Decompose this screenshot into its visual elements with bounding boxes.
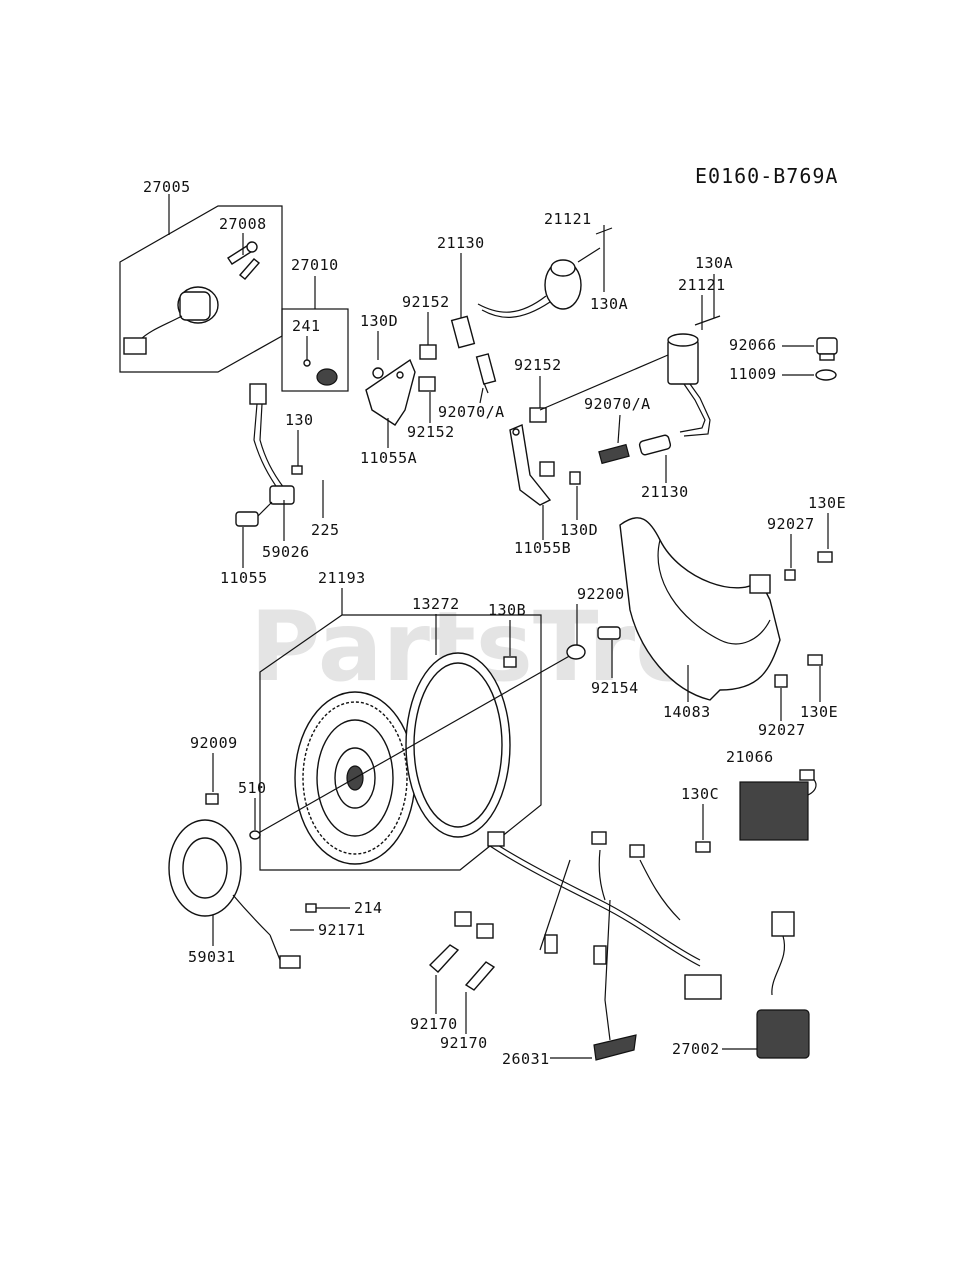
bolt-214[interactable] (305, 903, 317, 913)
label-11055b[interactable]: 11055B (514, 539, 571, 557)
wire-harness-small[interactable] (235, 383, 295, 527)
ignition-coil-right[interactable] (667, 333, 711, 437)
label-11009[interactable]: 11009 (729, 365, 777, 383)
label-214[interactable]: 214 (354, 899, 383, 917)
bolt-130b[interactable] (503, 656, 517, 668)
label-130d-top[interactable]: 130D (360, 312, 398, 330)
spacer-92152-a[interactable] (419, 344, 437, 360)
bolt-92154[interactable] (597, 626, 621, 640)
diagram-code: E0160-B769A (695, 164, 838, 188)
label-27010[interactable]: 27010 (291, 256, 339, 274)
pin-510[interactable] (249, 830, 261, 840)
label-92170-a[interactable]: 92170 (410, 1015, 458, 1033)
label-130e-bottom[interactable]: 130E (800, 703, 838, 721)
label-14083[interactable]: 14083 (663, 703, 711, 721)
flywheel-shroud[interactable] (619, 517, 796, 701)
spacer-92152-b[interactable] (529, 407, 547, 423)
bolt-92009[interactable] (205, 793, 219, 805)
label-92027-bottom[interactable]: 92027 (758, 721, 806, 739)
wire-harness-26031[interactable] (454, 831, 722, 1061)
label-130e-top[interactable]: 130E (808, 494, 846, 512)
label-92171[interactable]: 92171 (318, 921, 366, 939)
label-130c[interactable]: 130C (681, 785, 719, 803)
label-92152-b[interactable]: 92152 (514, 356, 562, 374)
regulator-21066[interactable] (739, 769, 817, 841)
bolt-130e-bottom[interactable] (807, 654, 823, 666)
clip-92170-a[interactable] (428, 944, 460, 973)
label-21066[interactable]: 21066 (726, 748, 774, 766)
washer-11009[interactable] (815, 369, 837, 381)
spacer-92152-c[interactable] (418, 376, 436, 392)
label-92154[interactable]: 92154 (591, 679, 639, 697)
plug-cap-21130-right[interactable] (638, 434, 672, 456)
spark-plug-a[interactable] (475, 353, 497, 394)
label-21130-right[interactable]: 21130 (641, 483, 689, 501)
label-59026[interactable]: 59026 (262, 543, 310, 561)
label-510[interactable]: 510 (238, 779, 267, 797)
bracket-11055b[interactable] (509, 424, 555, 506)
label-92066[interactable]: 92066 (729, 336, 777, 354)
bolt-130d-right[interactable] (569, 471, 581, 485)
label-130[interactable]: 130 (285, 411, 314, 429)
label-92200[interactable]: 92200 (577, 585, 625, 603)
label-130a-top[interactable]: 130A (590, 295, 628, 313)
label-92152-a[interactable]: 92152 (402, 293, 450, 311)
label-130d-right[interactable]: 130D (560, 521, 598, 539)
label-27008[interactable]: 27008 (219, 215, 267, 233)
bracket-11055a[interactable] (365, 358, 416, 426)
label-21130-top[interactable]: 21130 (437, 234, 485, 252)
label-241[interactable]: 241 (292, 317, 321, 335)
bolt-130c[interactable] (695, 841, 711, 853)
label-92152-c[interactable]: 92152 (407, 423, 455, 441)
washer-92200[interactable] (566, 644, 586, 660)
label-92009[interactable]: 92009 (190, 734, 238, 752)
clip-92170-b[interactable] (464, 961, 496, 991)
label-11055[interactable]: 11055 (220, 569, 268, 587)
label-27002[interactable]: 27002 (672, 1040, 720, 1058)
label-130b[interactable]: 130B (488, 601, 526, 619)
label-225[interactable]: 225 (311, 521, 340, 539)
label-11055a[interactable]: 11055A (360, 449, 417, 467)
bolt-130e-top[interactable] (817, 551, 833, 563)
label-59031[interactable]: 59031 (188, 948, 236, 966)
ignition-coil-top[interactable] (450, 247, 601, 349)
plug-92066[interactable] (816, 337, 838, 361)
stator-59031[interactable] (168, 819, 301, 969)
label-92070-b[interactable]: 92070/A (584, 395, 651, 413)
label-21121-right[interactable]: 21121 (678, 276, 726, 294)
spark-plug-b[interactable] (598, 443, 630, 465)
label-26031[interactable]: 26031 (502, 1050, 550, 1068)
starter-ring-13272[interactable] (405, 652, 511, 838)
label-21193[interactable]: 21193 (318, 569, 366, 587)
label-21121-top[interactable]: 21121 (544, 210, 592, 228)
label-13272[interactable]: 13272 (412, 595, 460, 613)
label-27005[interactable]: 27005 (143, 178, 191, 196)
relay-27002[interactable] (756, 911, 810, 1059)
label-92170-b[interactable]: 92170 (440, 1034, 488, 1052)
indicator-lamp[interactable] (303, 359, 338, 386)
label-130a-right[interactable]: 130A (695, 254, 733, 272)
label-92027-top[interactable]: 92027 (767, 515, 815, 533)
label-92070-a[interactable]: 92070/A (438, 403, 505, 421)
